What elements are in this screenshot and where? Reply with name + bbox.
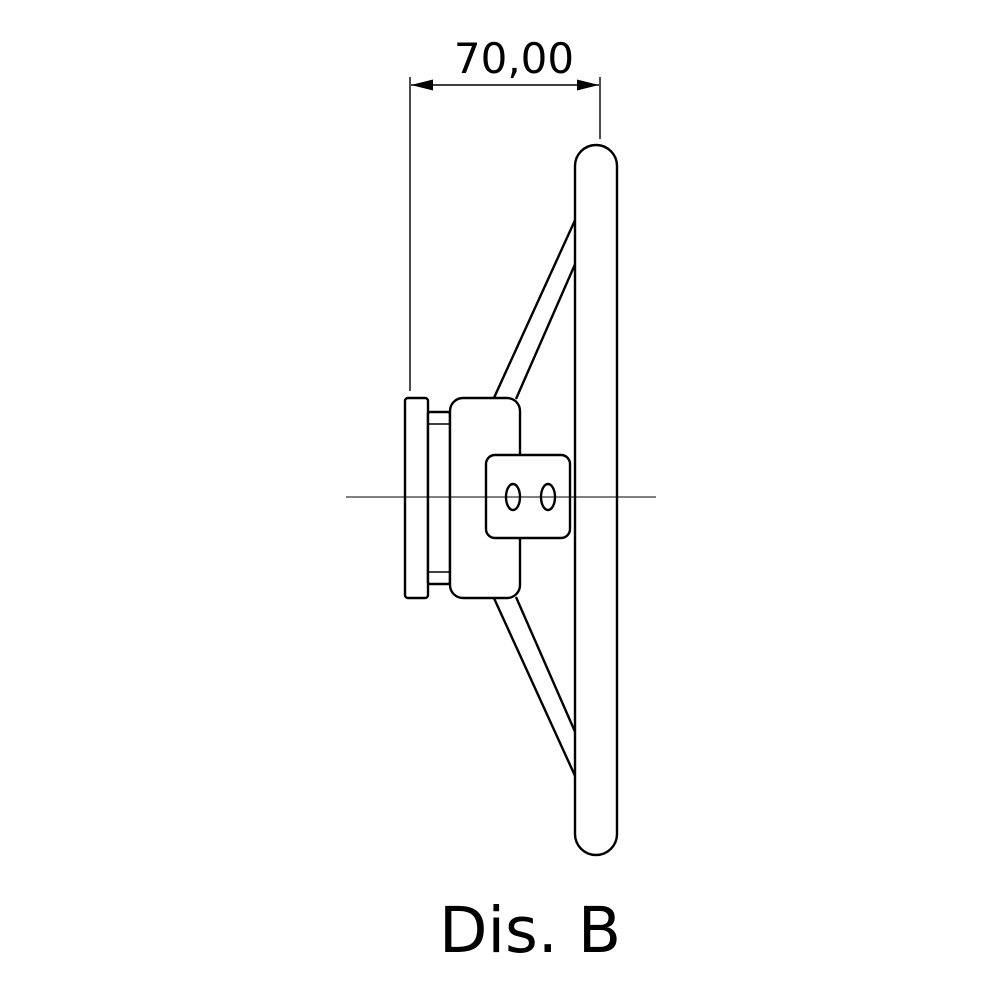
upper-spoke-line-outer bbox=[491, 217, 578, 401]
upper-spoke-line-inner bbox=[514, 261, 578, 400]
dimension-arrow-left-icon bbox=[411, 79, 433, 91]
lower-spoke-line-outer bbox=[491, 595, 578, 779]
dimension-arrow-right-icon bbox=[577, 79, 599, 91]
lower-spoke-line-inner bbox=[514, 596, 578, 735]
drawing-linework bbox=[346, 77, 656, 857]
hub-neck bbox=[426, 410, 452, 586]
hub-flange bbox=[403, 396, 430, 600]
dimension-label: 70,00 bbox=[454, 34, 574, 83]
drawing-caption: Dis. B bbox=[439, 894, 621, 967]
rim-profile bbox=[573, 143, 619, 857]
